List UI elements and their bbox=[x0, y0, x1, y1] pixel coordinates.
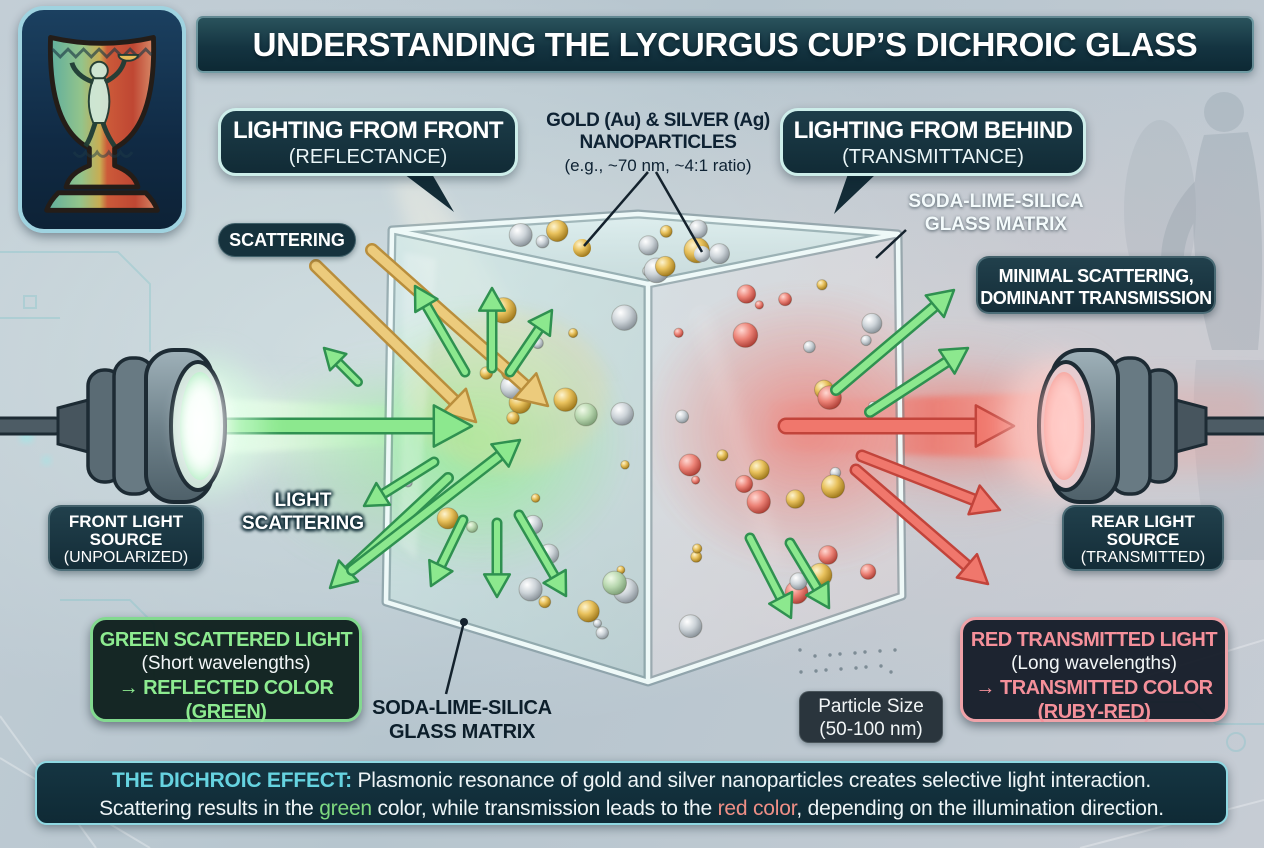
red-result-line2: (Long wavelengths) bbox=[1011, 653, 1177, 674]
footer-line2-pre: Scattering results in the bbox=[99, 797, 320, 820]
leader-lines bbox=[404, 171, 907, 695]
light-scattering-line2: SCATTERING bbox=[241, 513, 365, 534]
red-result-line1: RED TRANSMITTED LIGHT bbox=[970, 629, 1218, 651]
glass-matrix-label-top: SODA-LIME-SILICA GLASS MATRIX bbox=[898, 190, 1094, 236]
nanoparticles-line3: (e.g., ~70 nm, ~4:1 ratio) bbox=[564, 156, 752, 175]
footer-line1-text: Plasmonic resonance of gold and silver n… bbox=[351, 769, 1151, 792]
nanoparticles-line1: GOLD (Au) & SILVER (Ag) bbox=[546, 110, 770, 131]
glass-matrix-bottom-line2: GLASS MATRIX bbox=[388, 721, 536, 743]
lycurgus-cup-icon bbox=[44, 34, 160, 213]
light-arrows bbox=[213, 243, 1016, 620]
footer-red-highlight: red color bbox=[717, 797, 797, 820]
green-scattered-light-box: GREEN SCATTERED LIGHT (Short wavelengths… bbox=[90, 617, 362, 723]
light-scattering-line1: LIGHT bbox=[274, 490, 332, 511]
title-banner: UNDERSTANDING THE LYCURGUS CUP’S DICHROI… bbox=[196, 16, 1254, 73]
scattering-pill: SCATTERING bbox=[218, 223, 356, 257]
red-result-line3: → TRANSMITTED COLOR bbox=[975, 677, 1213, 699]
nanoparticles-label: GOLD (Au) & SILVER (Ag) NANOPARTICLES (e… bbox=[524, 110, 792, 177]
particle-size-line2: (50-100 nm) bbox=[819, 719, 923, 740]
front-light-source-box: FRONT LIGHT SOURCE (UNPOLARIZED) bbox=[48, 505, 204, 571]
cup-figure bbox=[69, 53, 139, 148]
page-title: UNDERSTANDING THE LYCURGUS CUP’S DICHROI… bbox=[252, 25, 1198, 63]
green-result-line2: (Short wavelengths) bbox=[141, 653, 311, 674]
minimal-scattering-box: MINIMAL SCATTERING, DOMINANT TRANSMISSIO… bbox=[976, 256, 1216, 314]
red-result-line4: (RUBY-RED) bbox=[1037, 701, 1151, 723]
glass-matrix-label-bottom: SODA-LIME-SILICA GLASS MATRIX bbox=[368, 696, 556, 744]
behind-lighting-title: LIGHTING FROM BEHIND bbox=[793, 117, 1073, 144]
green-result-line3: → REFLECTED COLOR bbox=[118, 677, 334, 699]
rear-source-line1: REAR LIGHT bbox=[1091, 512, 1195, 531]
dichroic-effect-footer: THE DICHROIC EFFECT: Plasmonic resonance… bbox=[35, 761, 1228, 825]
front-source-line2: SOURCE bbox=[89, 530, 163, 549]
footer-line-1: THE DICHROIC EFFECT: Plasmonic resonance… bbox=[37, 767, 1226, 795]
minimal-scattering-line2: DOMINANT TRANSMISSION bbox=[980, 288, 1212, 308]
callout-lighting-from-front: LIGHTING FROM FRONT (REFLECTANCE) bbox=[218, 108, 518, 176]
green-result-line1: GREEN SCATTERED LIGHT bbox=[99, 629, 353, 651]
front-flashlight-icon bbox=[0, 348, 262, 504]
lycurgus-cup-badge bbox=[18, 6, 186, 233]
footer-line2-mid: color, while transmission leads to the bbox=[371, 797, 718, 820]
particle-size-pill: Particle Size (50-100 nm) bbox=[799, 691, 943, 743]
callout-lighting-from-behind: LIGHTING FROM BEHIND (TRANSMITTANCE) bbox=[780, 108, 1086, 176]
particle-size-line1: Particle Size bbox=[818, 696, 924, 717]
front-lighting-subtitle: (REFLECTANCE) bbox=[288, 146, 448, 168]
minimal-scattering-line1: MINIMAL SCATTERING, bbox=[998, 266, 1194, 286]
footer-heading: THE DICHROIC EFFECT: bbox=[112, 769, 352, 792]
footer-green-highlight: green bbox=[319, 797, 372, 820]
rear-light-source-box: REAR LIGHT SOURCE (TRANSMITTED) bbox=[1062, 505, 1224, 571]
light-scattering-label: LIGHT SCATTERING bbox=[228, 489, 378, 535]
front-source-line1: FRONT LIGHT bbox=[68, 512, 184, 531]
nanoparticles-line2: NANOPARTICLES bbox=[579, 132, 737, 153]
behind-lighting-subtitle: (TRANSMITTANCE) bbox=[842, 146, 1024, 168]
glass-matrix-bottom-line1: SODA-LIME-SILICA bbox=[372, 697, 552, 719]
glass-matrix-top-line2: GLASS MATRIX bbox=[924, 214, 1068, 235]
footer-line-2: Scattering results in the green color, w… bbox=[37, 795, 1226, 823]
front-lighting-title: LIGHTING FROM FRONT bbox=[233, 117, 504, 144]
nanoparticle-dots bbox=[403, 219, 897, 674]
footer-line2-post: , depending on the illumination directio… bbox=[796, 797, 1164, 820]
green-result-line4: (GREEN) bbox=[185, 701, 267, 723]
rear-flashlight-icon bbox=[1004, 348, 1264, 504]
red-transmitted-light-box: RED TRANSMITTED LIGHT (Long wavelengths)… bbox=[960, 617, 1228, 723]
rear-source-line3: (TRANSMITTED) bbox=[1080, 549, 1206, 566]
glass-matrix-top-line1: SODA-LIME-SILICA bbox=[908, 191, 1084, 212]
rear-source-line2: SOURCE bbox=[1106, 530, 1180, 549]
front-source-line3: (UNPOLARIZED) bbox=[63, 549, 189, 566]
